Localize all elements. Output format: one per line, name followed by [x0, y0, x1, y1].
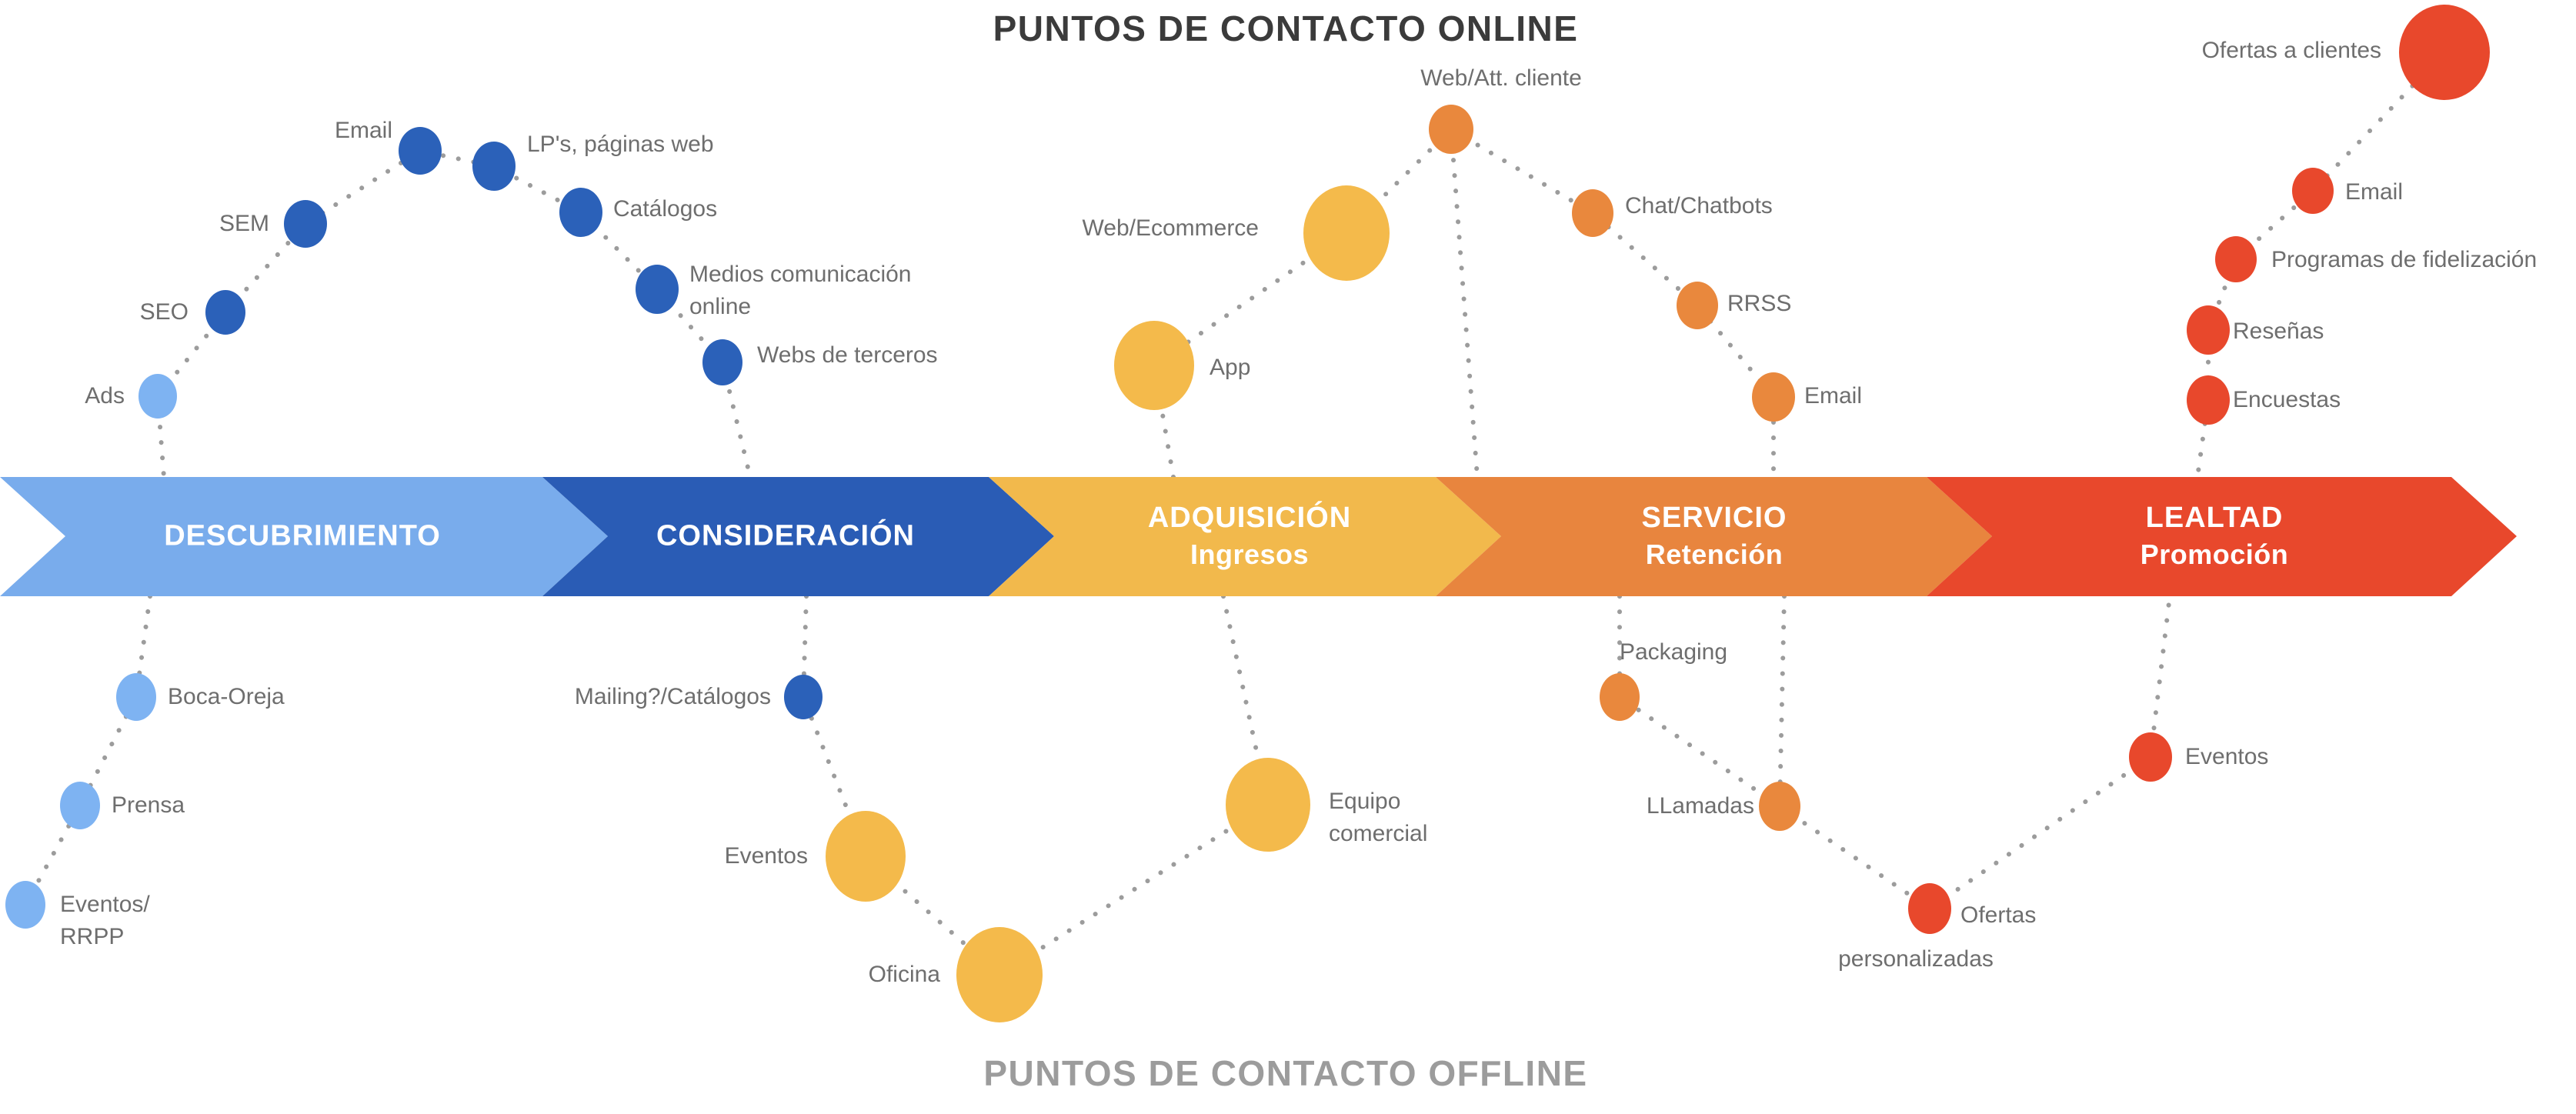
label-eventos-rrpp: Eventos/ RRPP: [60, 889, 150, 953]
stage-label-lealtad: LEALTAD Promoción: [2141, 500, 2289, 572]
dot-oficina: [956, 927, 1043, 1022]
dot-ads: [138, 374, 177, 419]
label-eventos-lealtad: Eventos: [2185, 744, 2269, 769]
label-webs-de-terceros: Webs de terceros: [757, 342, 938, 368]
label-mailing-catalogos: Mailing?/Catálogos: [574, 684, 771, 709]
label-medios-comunicacion: Medios comunicación online: [689, 258, 911, 323]
dot-webs-de-terceros: [702, 339, 742, 385]
label-programas-fidelizacion: Programas de fidelización: [2271, 247, 2538, 272]
label-email-lealtad: Email: [2345, 179, 2404, 205]
dot-catalogos: [559, 188, 602, 237]
dot-chat-chatbots: [1572, 189, 1613, 237]
label-web-ecommerce: Web/Ecommerce: [1082, 215, 1259, 241]
label-line-2: online: [689, 294, 752, 319]
stage-label-servicio: SERVICIO Retención: [1642, 500, 1787, 572]
label-line-1: Medios comunicación: [689, 262, 912, 287]
dot-eventos-rrpp: [5, 881, 45, 929]
label-oficina: Oficina: [868, 962, 940, 987]
label-app: App: [1210, 355, 1251, 380]
title-puntos-contacto-offline: PUNTOS DE CONTACTO OFFLINE: [983, 1053, 1588, 1093]
stage-title: LEALTAD: [2145, 502, 2284, 534]
label-prensa: Prensa: [112, 792, 185, 818]
label-ofertas-a-clientes: Ofertas a clientes: [2201, 38, 2381, 63]
label-web-att-cliente: Web/Att. cliente: [1420, 65, 1582, 91]
dot-llamadas: [1759, 782, 1800, 831]
label-llamadas: LLamadas: [1646, 793, 1754, 819]
dot-web-att-cliente: [1429, 105, 1473, 154]
stage-title: ADQUISICIÓN: [1147, 502, 1352, 534]
dot-email-online: [399, 127, 442, 175]
dot-email-servicio: [1752, 372, 1795, 422]
label-sem: SEM: [219, 211, 269, 236]
dot-eventos-lealtad: [2129, 732, 2172, 782]
label-ofertas-personalizadas-line2: personalizadas: [1838, 946, 1994, 972]
stage-title: DESCUBRIMIENTO: [164, 519, 441, 552]
dot-mailing-catalogos: [784, 675, 823, 719]
label-catalogos: Catálogos: [613, 196, 718, 222]
dot-ofertas-personalizadas: [1908, 883, 1951, 934]
label-lps-paginas-web: LP's, páginas web: [527, 132, 714, 157]
label-boca-oreja: Boca-Oreja: [168, 684, 285, 709]
dot-encuestas: [2187, 375, 2230, 425]
label-rrss: RRSS: [1727, 291, 1792, 316]
stage-subtitle: Ingresos: [1190, 539, 1310, 570]
label-line-2: comercial: [1329, 821, 1428, 846]
dot-prensa: [60, 782, 100, 829]
label-equipo-comercial: Equipo comercial: [1329, 785, 1427, 850]
stage-label-adquisicion: ADQUISICIÓN Ingresos: [1148, 500, 1351, 572]
label-resenas: Reseñas: [2233, 319, 2324, 344]
label-ads: Ads: [85, 383, 125, 409]
label-line-2: RRPP: [60, 924, 125, 949]
stage-subtitle: Promoción: [2140, 539, 2289, 570]
label-line-1: Equipo: [1329, 789, 1401, 814]
label-packaging: Packaging: [1619, 639, 1728, 665]
label-email-online: Email: [334, 118, 392, 143]
label-line-1: Eventos/: [60, 892, 150, 917]
dot-email-lealtad: [2292, 168, 2334, 214]
dot-medios-comunicacion: [636, 265, 679, 314]
label-seo: SEO: [139, 299, 189, 325]
label-ofertas-personalizadas-line1: Ofertas: [1960, 902, 2037, 928]
dot-sem: [284, 200, 327, 248]
dot-eventos-offline: [826, 811, 906, 902]
dot-app: [1114, 321, 1194, 410]
dot-ofertas-a-clientes: [2399, 5, 2490, 100]
dot-packaging: [1600, 673, 1640, 721]
dot-equipo-comercial: [1226, 758, 1310, 852]
dot-boca-oreja: [116, 673, 156, 721]
label-chat-chatbots: Chat/Chatbots: [1625, 193, 1773, 218]
dot-rrss: [1677, 282, 1718, 329]
dot-lps-paginas-web: [472, 142, 516, 191]
dot-seo: [205, 290, 245, 335]
stage-title: CONSIDERACIÓN: [656, 519, 916, 552]
dot-programas-fidelizacion: [2215, 236, 2257, 282]
dot-resenas: [2187, 305, 2230, 355]
label-email-servicio: Email: [1804, 383, 1863, 409]
stage-label-consideracion: CONSIDERACIÓN: [656, 519, 915, 555]
dot-web-ecommerce: [1303, 185, 1390, 281]
stage-title: SERVICIO: [1641, 502, 1787, 534]
stage-label-descubrimiento: DESCUBRIMIENTO: [164, 519, 441, 555]
label-eventos-offline: Eventos: [724, 843, 808, 869]
title-puntos-contacto-online: PUNTOS DE CONTACTO ONLINE: [993, 8, 1579, 48]
stage-subtitle: Retención: [1645, 539, 1784, 570]
label-encuestas: Encuestas: [2233, 387, 2341, 412]
